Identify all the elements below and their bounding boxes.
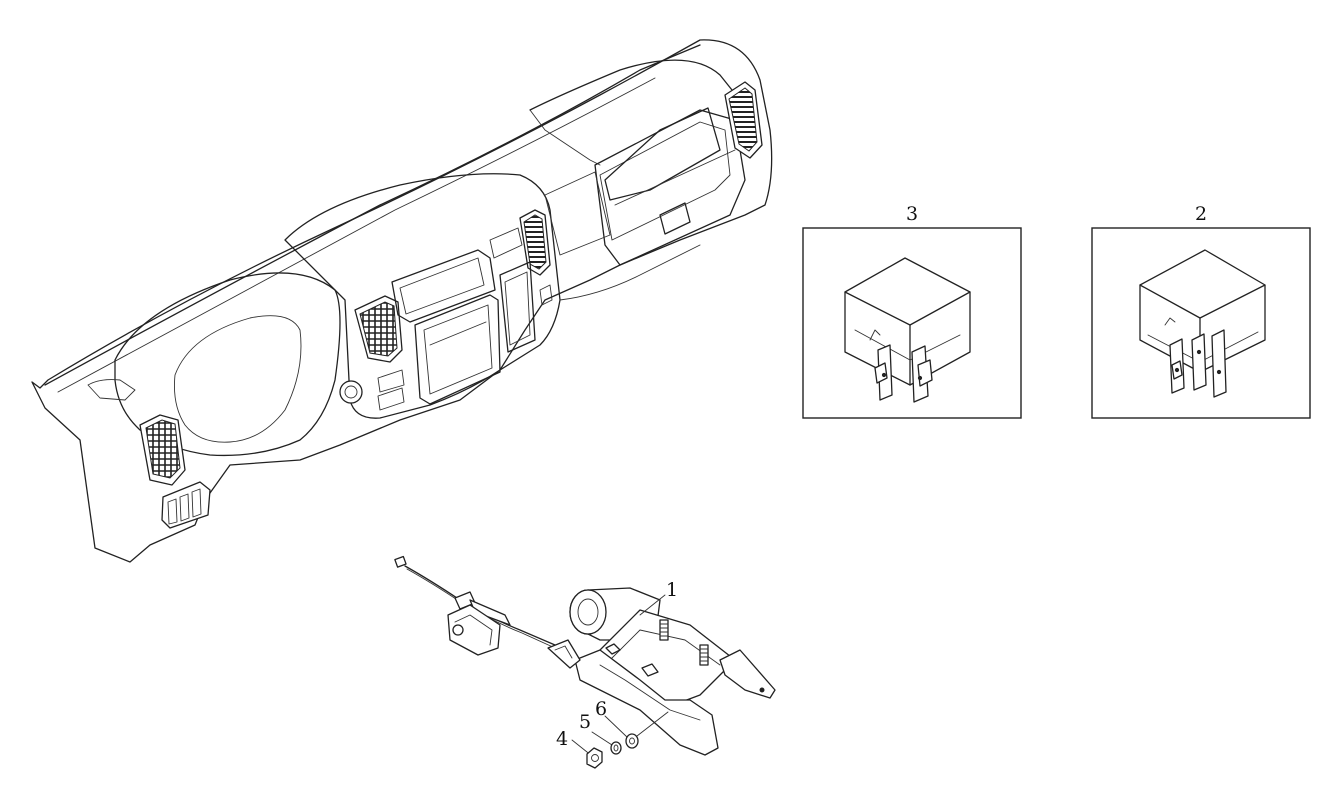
- glovebox-panel: [594, 109, 746, 266]
- control-cable: [394, 555, 556, 649]
- radio-slot-lower: [414, 294, 501, 405]
- relay-part-2: 2: [1091, 203, 1311, 419]
- callout-6-leader: [604, 715, 629, 739]
- center-switches: [339, 369, 405, 411]
- callout-5-leader: [591, 731, 613, 746]
- relay-2-terminals: [1169, 329, 1227, 398]
- left-switch-panel: [161, 481, 211, 529]
- callout-5: 5: [579, 711, 591, 733]
- fastener-nut-4: 4: [556, 728, 603, 769]
- relay-part-3: 3: [802, 203, 1022, 419]
- callout-1: 1: [666, 579, 678, 601]
- cable-clamp: [447, 604, 501, 656]
- glovebox-handle: [659, 202, 691, 235]
- bracket-arm: [719, 649, 776, 699]
- callout-4: 4: [556, 728, 568, 750]
- callout-1-leader: [639, 594, 666, 616]
- mounting-studs: [605, 619, 709, 677]
- instrument-cluster-lens: [174, 315, 302, 443]
- callout-3: 3: [906, 203, 918, 225]
- center-left-air-vent: [354, 295, 403, 363]
- fastener-flat-washer-6: 6: [595, 698, 669, 749]
- center-console-bezel: [284, 173, 561, 419]
- callout-6: 6: [595, 698, 607, 720]
- radio-slot-upper: [391, 249, 496, 323]
- left-air-vent: [139, 414, 186, 486]
- dashboard-assembly: [31, 39, 773, 563]
- actuator-assembly: 1: [394, 555, 776, 756]
- dashboard-outline: [31, 39, 773, 563]
- lower-bracket: [574, 649, 719, 756]
- callout-2: 2: [1195, 203, 1207, 225]
- fastener-spring-washer-5: 5: [579, 711, 622, 755]
- relay-3-terminals: [874, 344, 933, 403]
- right-air-vent: [724, 81, 763, 159]
- relay-3-body: [844, 257, 971, 386]
